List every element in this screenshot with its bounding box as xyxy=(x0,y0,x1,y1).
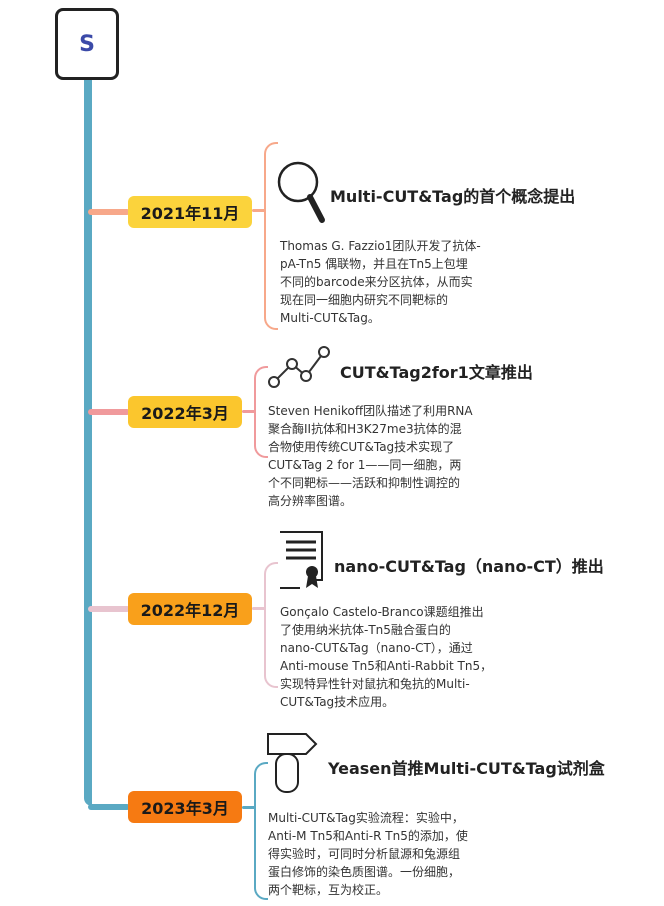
topic-bracket xyxy=(264,142,278,330)
event-description: Gonçalo Castelo-Branco课题组推出 了使用纳米抗体-Tn5融… xyxy=(280,605,493,709)
timeline-trunk xyxy=(84,80,92,806)
date-pill: 2023年3月 xyxy=(128,791,242,823)
event-description: Multi-CUT&Tag实验流程：实验中， Anti-M Tn5和Anti-R… xyxy=(268,811,468,897)
branch-connector xyxy=(88,409,130,415)
branch-connector xyxy=(242,806,256,809)
topic-bracket xyxy=(264,562,278,688)
branch-connector xyxy=(88,209,130,215)
date-label: 2021年11月 xyxy=(140,204,240,223)
event-description: Steven Henikoff团队描述了利用RNA 聚合酶II抗体和H3K27m… xyxy=(268,404,473,508)
branch-connector xyxy=(88,804,130,810)
line-chart-icon xyxy=(268,346,330,388)
event-title: nano-CUT&Tag（nano-CT）推出 xyxy=(334,557,604,576)
certificate-icon xyxy=(280,531,323,589)
branch-connector xyxy=(242,410,256,413)
topic-bracket xyxy=(254,762,268,900)
date-label: 2022年3月 xyxy=(141,404,229,423)
date-label: 2022年12月 xyxy=(140,601,240,620)
event-title: Yeasen首推Multi-CUT&Tag试剂盒 xyxy=(328,759,605,778)
date-pill: 2021年11月 xyxy=(128,196,252,228)
signpost-icon xyxy=(267,733,318,793)
branch-connector xyxy=(252,607,266,610)
branch-connector xyxy=(88,606,130,612)
root-label: S xyxy=(79,31,95,57)
magnifier-icon xyxy=(277,161,325,223)
event-description: Thomas G. Fazzio1团队开发了抗体- pA-Tn5 偶联物，并且在… xyxy=(280,239,481,325)
event-title: Multi-CUT&Tag的首个概念提出 xyxy=(330,187,576,206)
date-pill: 2022年3月 xyxy=(128,396,242,428)
date-label: 2023年3月 xyxy=(141,799,229,818)
event-title: CUT&Tag2for1文章推出 xyxy=(340,363,533,382)
root-node: S xyxy=(55,8,119,80)
branch-connector xyxy=(252,209,266,212)
date-pill: 2022年12月 xyxy=(128,593,252,625)
topic-bracket xyxy=(254,366,268,458)
